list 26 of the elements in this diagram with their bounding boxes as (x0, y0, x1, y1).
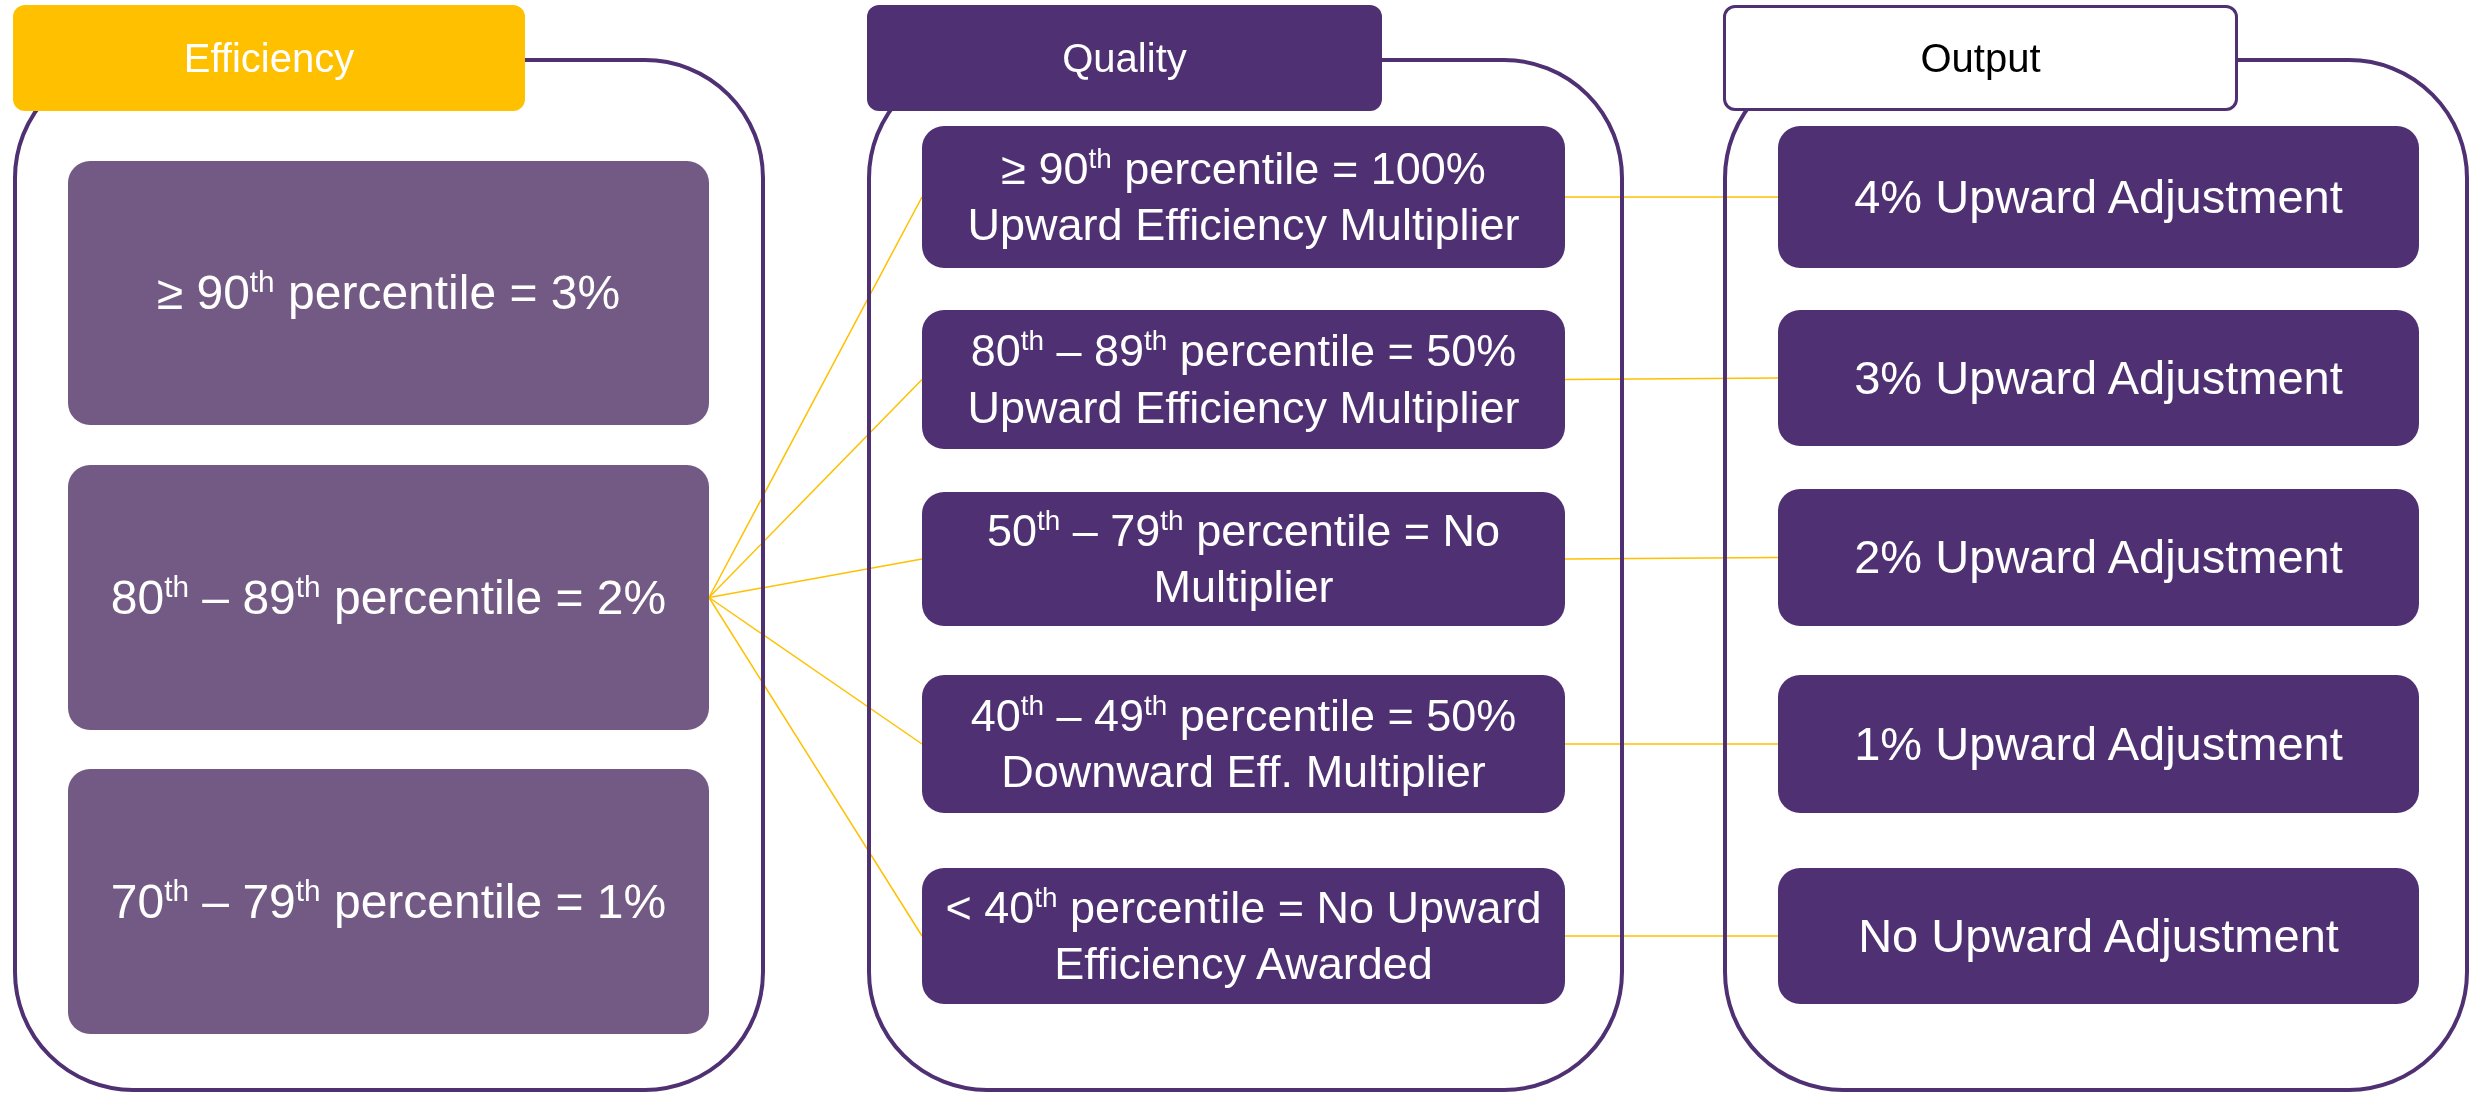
criteria-box: 3% Upward Adjustment (1778, 310, 2419, 446)
connector-line (1564, 743, 1779, 745)
connector-line (1564, 377, 1779, 381)
criteria-box: 2% Upward Adjustment (1778, 489, 2419, 626)
column-header-tab: Quality (867, 5, 1382, 111)
criteria-box: 4% Upward Adjustment (1778, 126, 2419, 268)
criteria-box: 40$^{th}$ – 49$^{th}$ percentile = 50% Downward Eff. Multiplier (922, 675, 1565, 813)
criteria-box: 70$^{th}$ – 79$^{th}$ percentile = 1% (68, 769, 709, 1034)
connector-line (1564, 935, 1779, 937)
criteria-box: ≥ 90$^{th}$ percentile = 3% (68, 161, 709, 425)
connector-line (708, 596, 923, 745)
criteria-box: 80$^{th}$ – 89$^{th}$ percentile = 50% Upward Efficiency Multiplier (922, 310, 1565, 449)
criteria-box: < 40$^{th}$ percentile = No Upward Efficiency Awarded (922, 868, 1565, 1004)
criteria-box: 50$^{th}$ – 79$^{th}$ percentile = No Multiplier (922, 492, 1565, 626)
criteria-box: No Upward Adjustment (1778, 868, 2419, 1004)
connector-line (1564, 196, 1779, 198)
column-header-tab: Efficiency (13, 5, 525, 111)
criteria-box: ≥ 90$^{th}$ percentile = 100% Upward Efficiency Multiplier (922, 126, 1565, 268)
connector-line (708, 378, 923, 599)
connector-line (708, 558, 923, 599)
connector-line (708, 196, 923, 599)
connector-line (708, 596, 923, 937)
connector-line (1564, 556, 1779, 560)
criteria-box: 80$^{th}$ – 89$^{th}$ percentile = 2% (68, 465, 709, 730)
column-header-tab: Output (1723, 5, 2238, 111)
criteria-box: 1% Upward Adjustment (1778, 675, 2419, 813)
